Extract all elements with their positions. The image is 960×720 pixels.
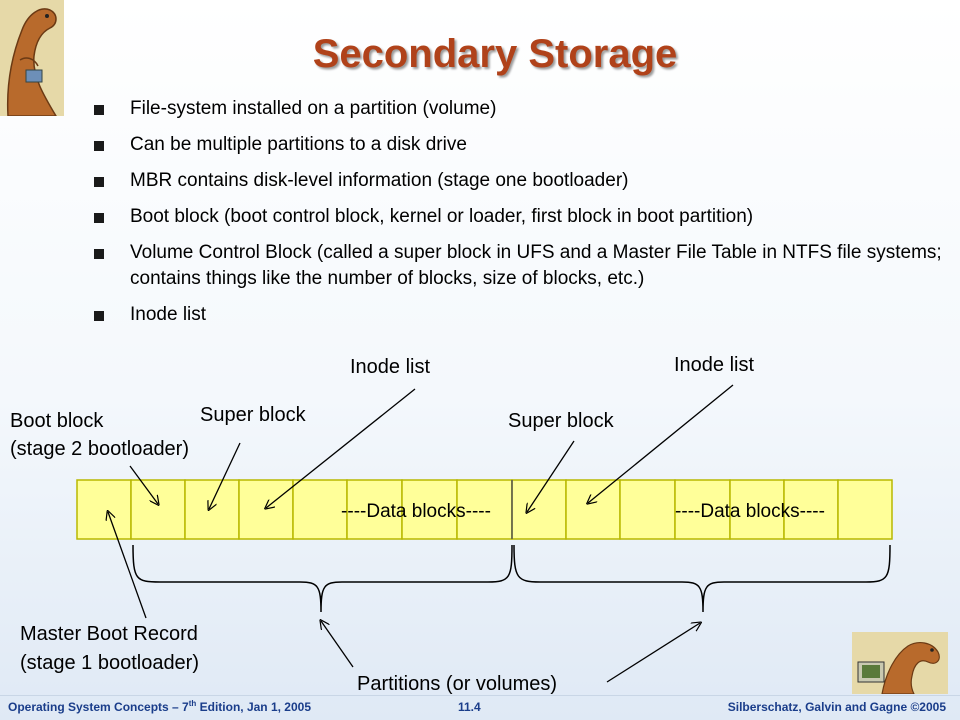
dinosaur-computer-icon: [852, 632, 948, 694]
arrow-partition-1: [321, 621, 354, 668]
bullet-item: Volume Control Block (called a super blo…: [94, 240, 954, 292]
super-block-label-1: Super block: [200, 404, 306, 426]
bullet-square-icon: [94, 141, 104, 151]
arrow-super-block-2: [527, 440, 575, 512]
bullet-item: MBR contains disk-level information (sta…: [94, 168, 954, 194]
disk-block: [401, 479, 458, 540]
disk-block: [729, 479, 785, 540]
footer-right: Silberschatz, Galvin and Gagne ©2005: [727, 700, 946, 714]
disk-block: [292, 479, 348, 540]
bullet-item: Boot block (boot control block, kernel o…: [94, 204, 954, 230]
inode-list-label-2: Inode list: [674, 354, 755, 376]
mbr-sublabel: (stage 1 bootloader): [20, 652, 200, 674]
boot-block-label: Boot block: [10, 410, 104, 432]
arrow-inode-list-1: [266, 388, 416, 508]
dinosaur-icon: [0, 0, 64, 116]
bullet-item: Can be multiple partitions to a disk dri…: [94, 132, 954, 158]
data-blocks-label-1: ----Data blocks----: [341, 501, 491, 522]
partition-brace-1: [132, 544, 513, 613]
arrow-inode-list-2: [588, 384, 734, 503]
bullet-square-icon: [94, 249, 104, 259]
disk-block: [674, 479, 731, 540]
arrow-boot-block: [129, 465, 158, 504]
block-strip: [76, 479, 893, 540]
partitions-label: Partitions (or volumes): [357, 673, 558, 695]
disk-block: [130, 479, 186, 540]
arrow-super-block-1: [209, 442, 241, 509]
bullet-square-icon: [94, 177, 104, 187]
arrow-partition-2: [606, 623, 700, 683]
disk-block: [837, 479, 893, 540]
boot-block-sublabel: (stage 2 bootloader): [10, 438, 190, 460]
data-blocks-label-2: ----Data blocks----: [675, 501, 825, 522]
bullet-square-icon: [94, 105, 104, 115]
slide-title: Secondary Storage: [312, 32, 678, 76]
disk-block: [346, 479, 403, 540]
bullet-list: File-system installed on a partition (vo…: [94, 96, 954, 338]
disk-block: [76, 479, 132, 540]
super-block-label-2: Super block: [508, 410, 614, 432]
footer-left: Operating System Concepts – 7th Edition,…: [8, 699, 312, 714]
disk-block: [184, 479, 240, 540]
partition-brace-2: [513, 544, 891, 613]
arrow-mbr: [108, 512, 147, 619]
bullet-square-icon: [94, 311, 104, 321]
bullet-item: Inode list: [94, 302, 954, 328]
disk-block: [456, 479, 513, 540]
footer-divider: [0, 695, 960, 696]
bullet-square-icon: [94, 213, 104, 223]
bullet-item: File-system installed on a partition (vo…: [94, 96, 954, 122]
footer-page-number: 11.4: [458, 700, 481, 714]
disk-block: [565, 479, 621, 540]
mbr-label: Master Boot Record: [20, 623, 198, 645]
disk-block: [511, 479, 567, 540]
inode-list-label-1: Inode list: [350, 356, 431, 378]
disk-block: [238, 479, 294, 540]
disk-block: [619, 479, 676, 540]
